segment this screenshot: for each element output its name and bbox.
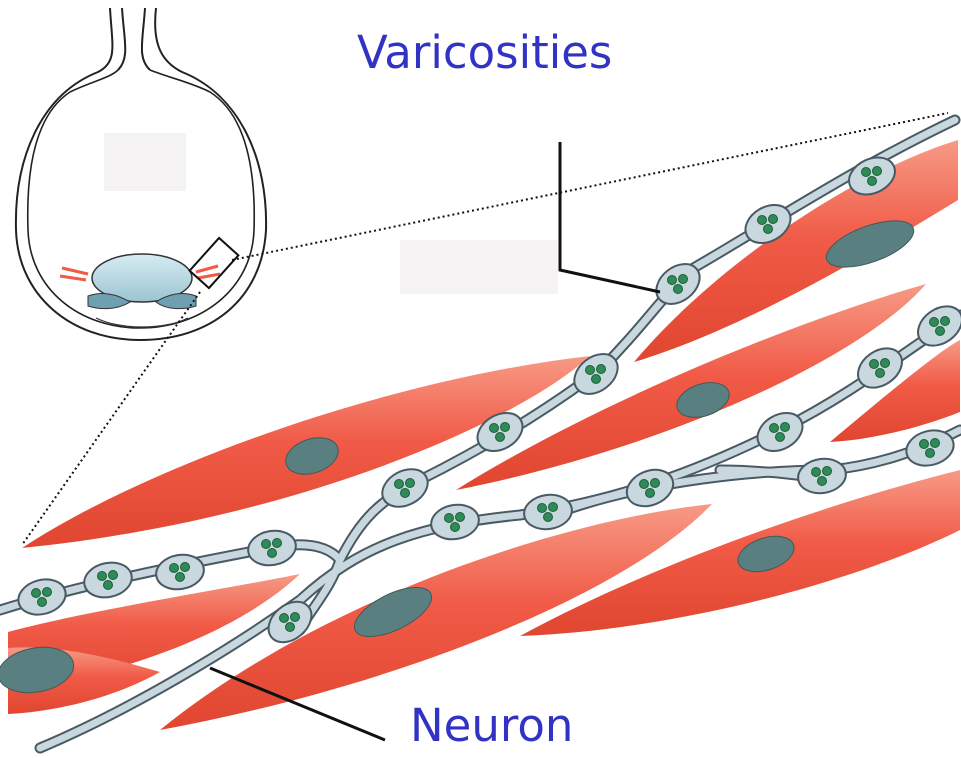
vesicle [931, 439, 940, 448]
vesicle [881, 359, 890, 368]
vesicle [549, 503, 558, 512]
vesicle [769, 215, 778, 224]
vesicle [395, 480, 404, 489]
vesicle [586, 366, 595, 375]
vesicle [873, 167, 882, 176]
vesicle [674, 285, 683, 294]
vesicle [870, 360, 879, 369]
vesicle [501, 423, 510, 432]
eye-cross-section-icon [16, 8, 266, 340]
vesicle [646, 489, 655, 498]
vesicle [758, 216, 767, 225]
vesicle [109, 571, 118, 580]
vesicle [597, 365, 606, 374]
varicosities-leader [560, 142, 660, 292]
vesicle [490, 424, 499, 433]
vesicle [868, 177, 877, 186]
vesicle [930, 318, 939, 327]
vesicle [43, 588, 52, 597]
vesicle [104, 581, 113, 590]
vesicle [286, 623, 295, 632]
vesicle [668, 276, 677, 285]
vesicle [812, 468, 821, 477]
vesicle [451, 523, 460, 532]
vesicle [268, 549, 277, 558]
vesicle [456, 513, 465, 522]
vesicle [273, 539, 282, 548]
vesicle [876, 369, 885, 378]
vesicle [770, 424, 779, 433]
vesicle [862, 168, 871, 177]
vesicle [941, 317, 950, 326]
vesicle [170, 564, 179, 573]
vesicle [936, 327, 945, 336]
vesicle [818, 477, 827, 486]
vesicle [176, 573, 185, 582]
vesicle [291, 613, 300, 622]
neuron-label: Neuron [410, 703, 573, 748]
vesicle [823, 467, 832, 476]
vesicle [781, 423, 790, 432]
vesicle [401, 489, 410, 498]
vesicle [538, 504, 547, 513]
vesicle [181, 563, 190, 572]
vesicle [920, 440, 929, 449]
vesicle [651, 479, 660, 488]
vesicle [544, 513, 553, 522]
vesicle [280, 614, 289, 623]
vesicle [592, 375, 601, 384]
vesicle [32, 589, 41, 598]
vesicle [38, 598, 47, 607]
vesicle [764, 225, 773, 234]
vesicle [262, 540, 271, 549]
vesicle [406, 479, 415, 488]
vesicle [679, 275, 688, 284]
vesicle [776, 433, 785, 442]
vesicle [640, 480, 649, 489]
vesicle [445, 514, 454, 523]
background-panel [400, 240, 558, 294]
vesicle [926, 449, 935, 458]
varicosities-label: Varicosities [357, 30, 612, 75]
vesicle [496, 433, 505, 442]
vesicle [98, 572, 107, 581]
